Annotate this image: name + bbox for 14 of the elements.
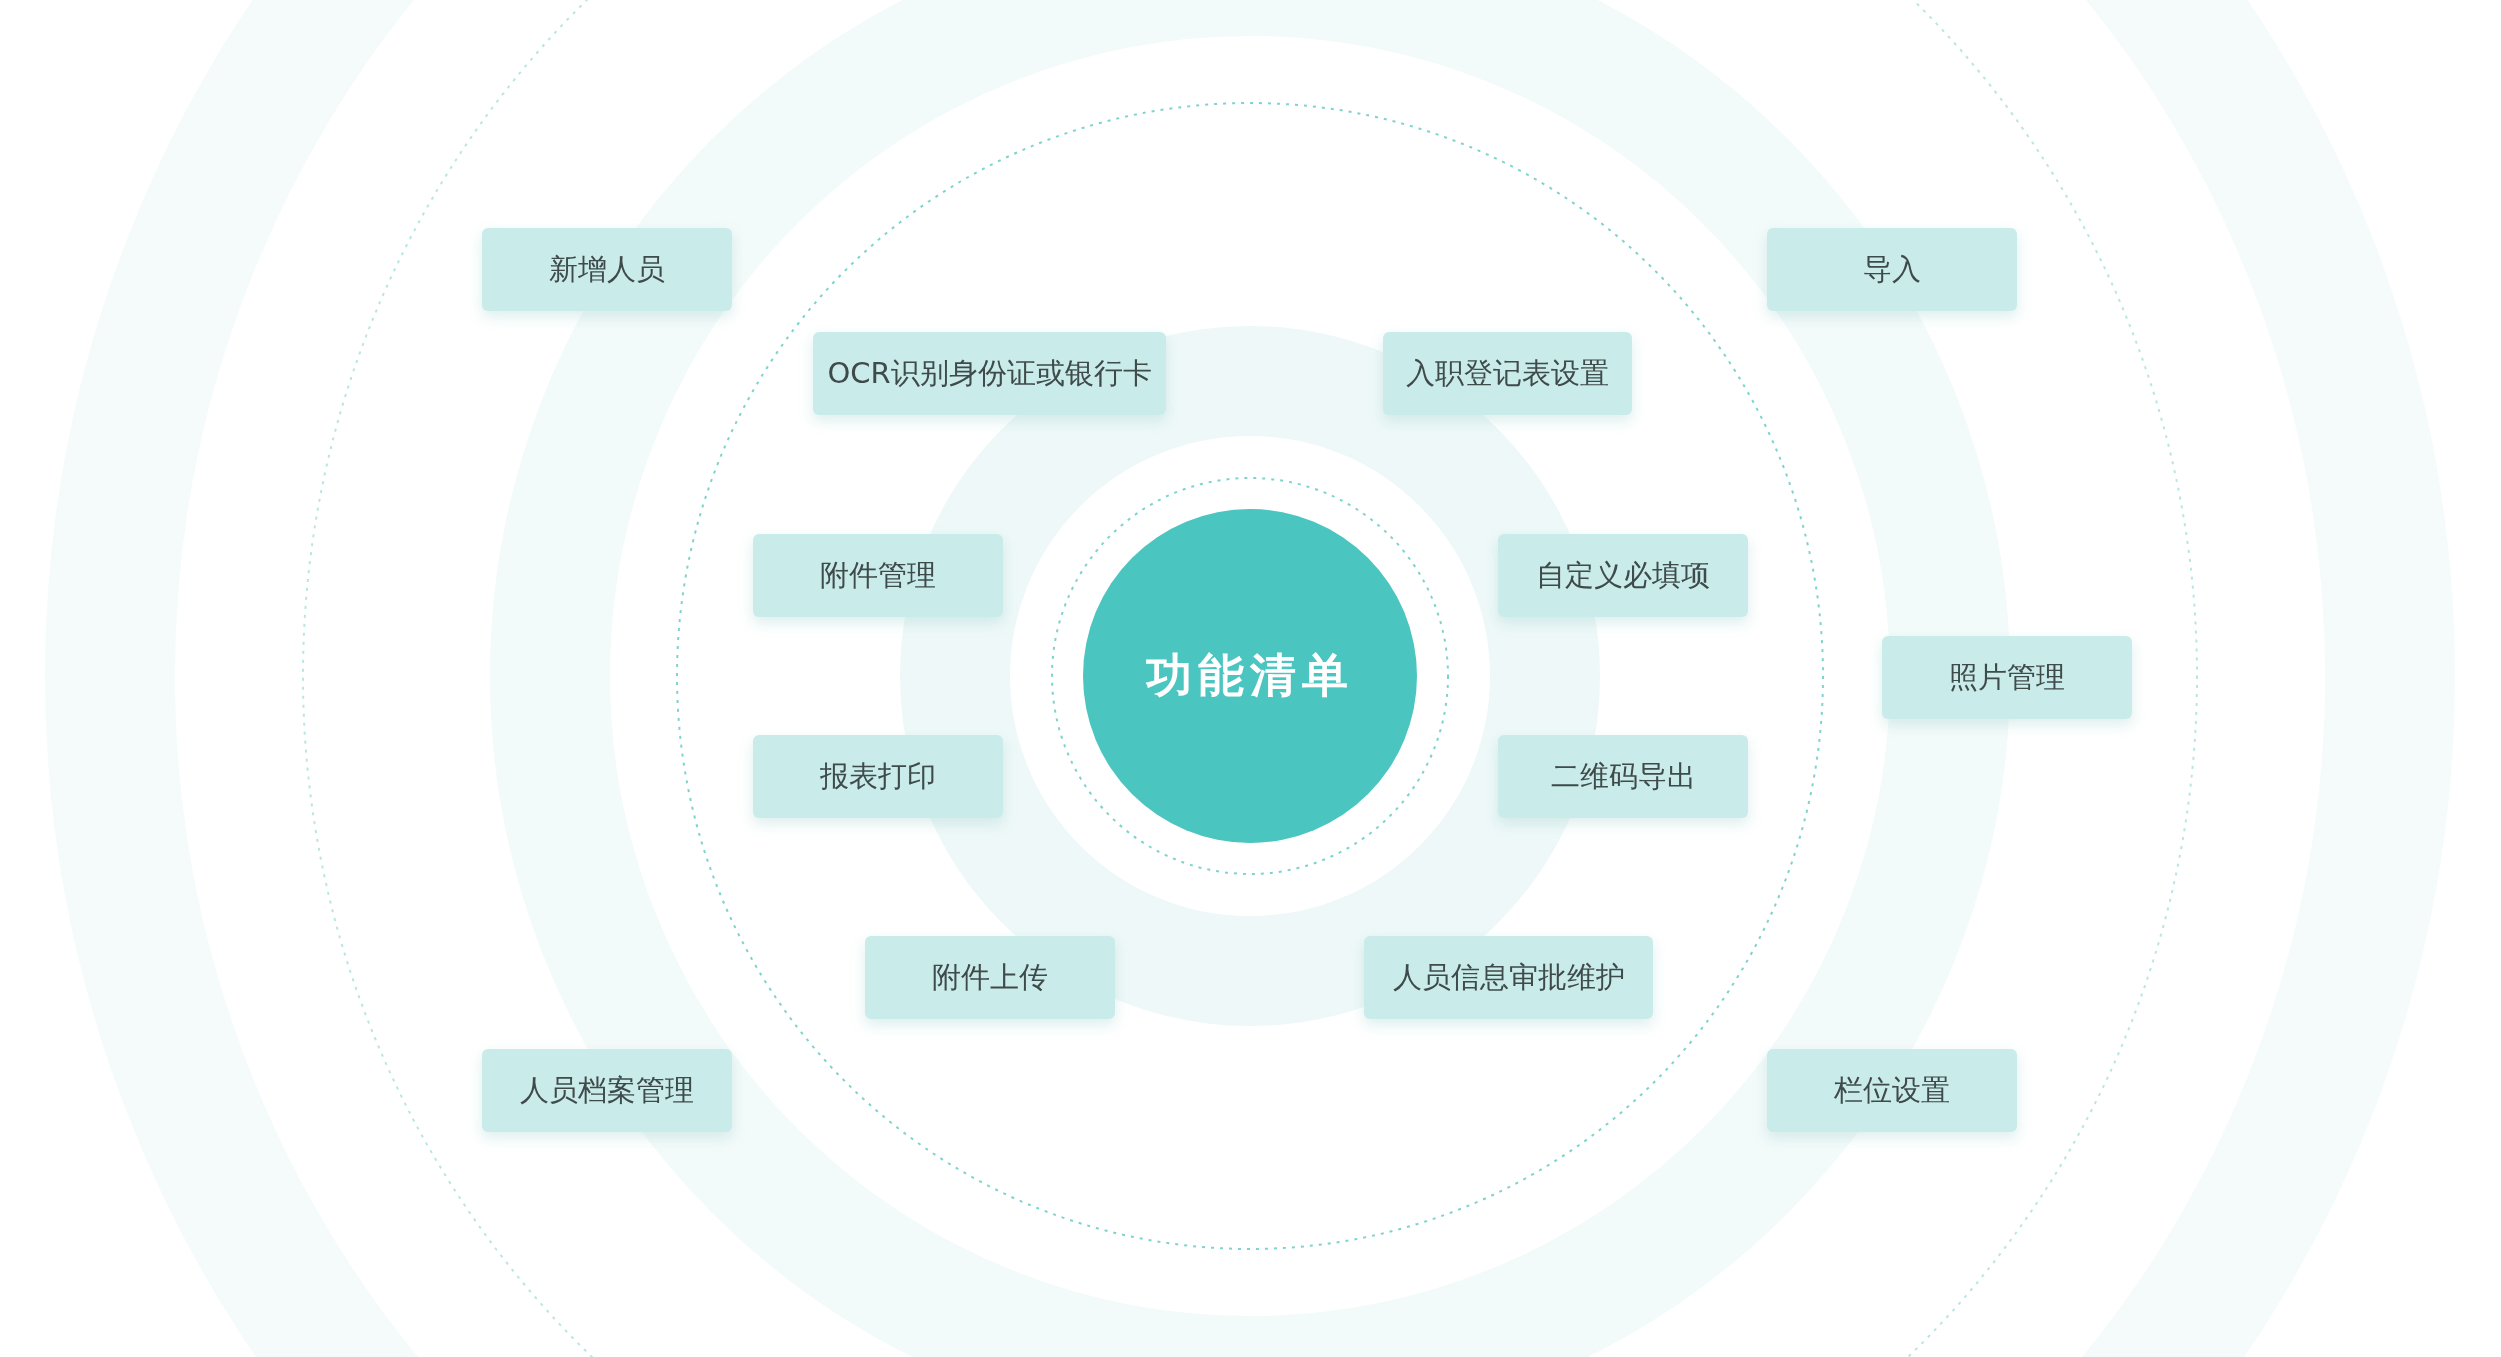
feature-box: 附件上传 — [865, 936, 1115, 1019]
feature-box: OCR识别身份证或银行卡 — [813, 332, 1166, 415]
feature-box: 导入 — [1767, 228, 2017, 311]
feature-box: 报表打印 — [753, 735, 1003, 818]
feature-box: 新增人员 — [482, 228, 732, 311]
feature-box: 人员信息审批维护 — [1364, 936, 1653, 1019]
feature-box: 自定义必填项 — [1498, 534, 1748, 617]
feature-box: 人员档案管理 — [482, 1049, 732, 1132]
feature-box: 栏位设置 — [1767, 1049, 2017, 1132]
feature-box: 照片管理 — [1882, 636, 2132, 719]
feature-box: 二维码导出 — [1498, 735, 1748, 818]
feature-box: 附件管理 — [753, 534, 1003, 617]
center-circle: 功能清单 — [1083, 509, 1417, 843]
feature-box: 入职登记表设置 — [1383, 332, 1632, 415]
